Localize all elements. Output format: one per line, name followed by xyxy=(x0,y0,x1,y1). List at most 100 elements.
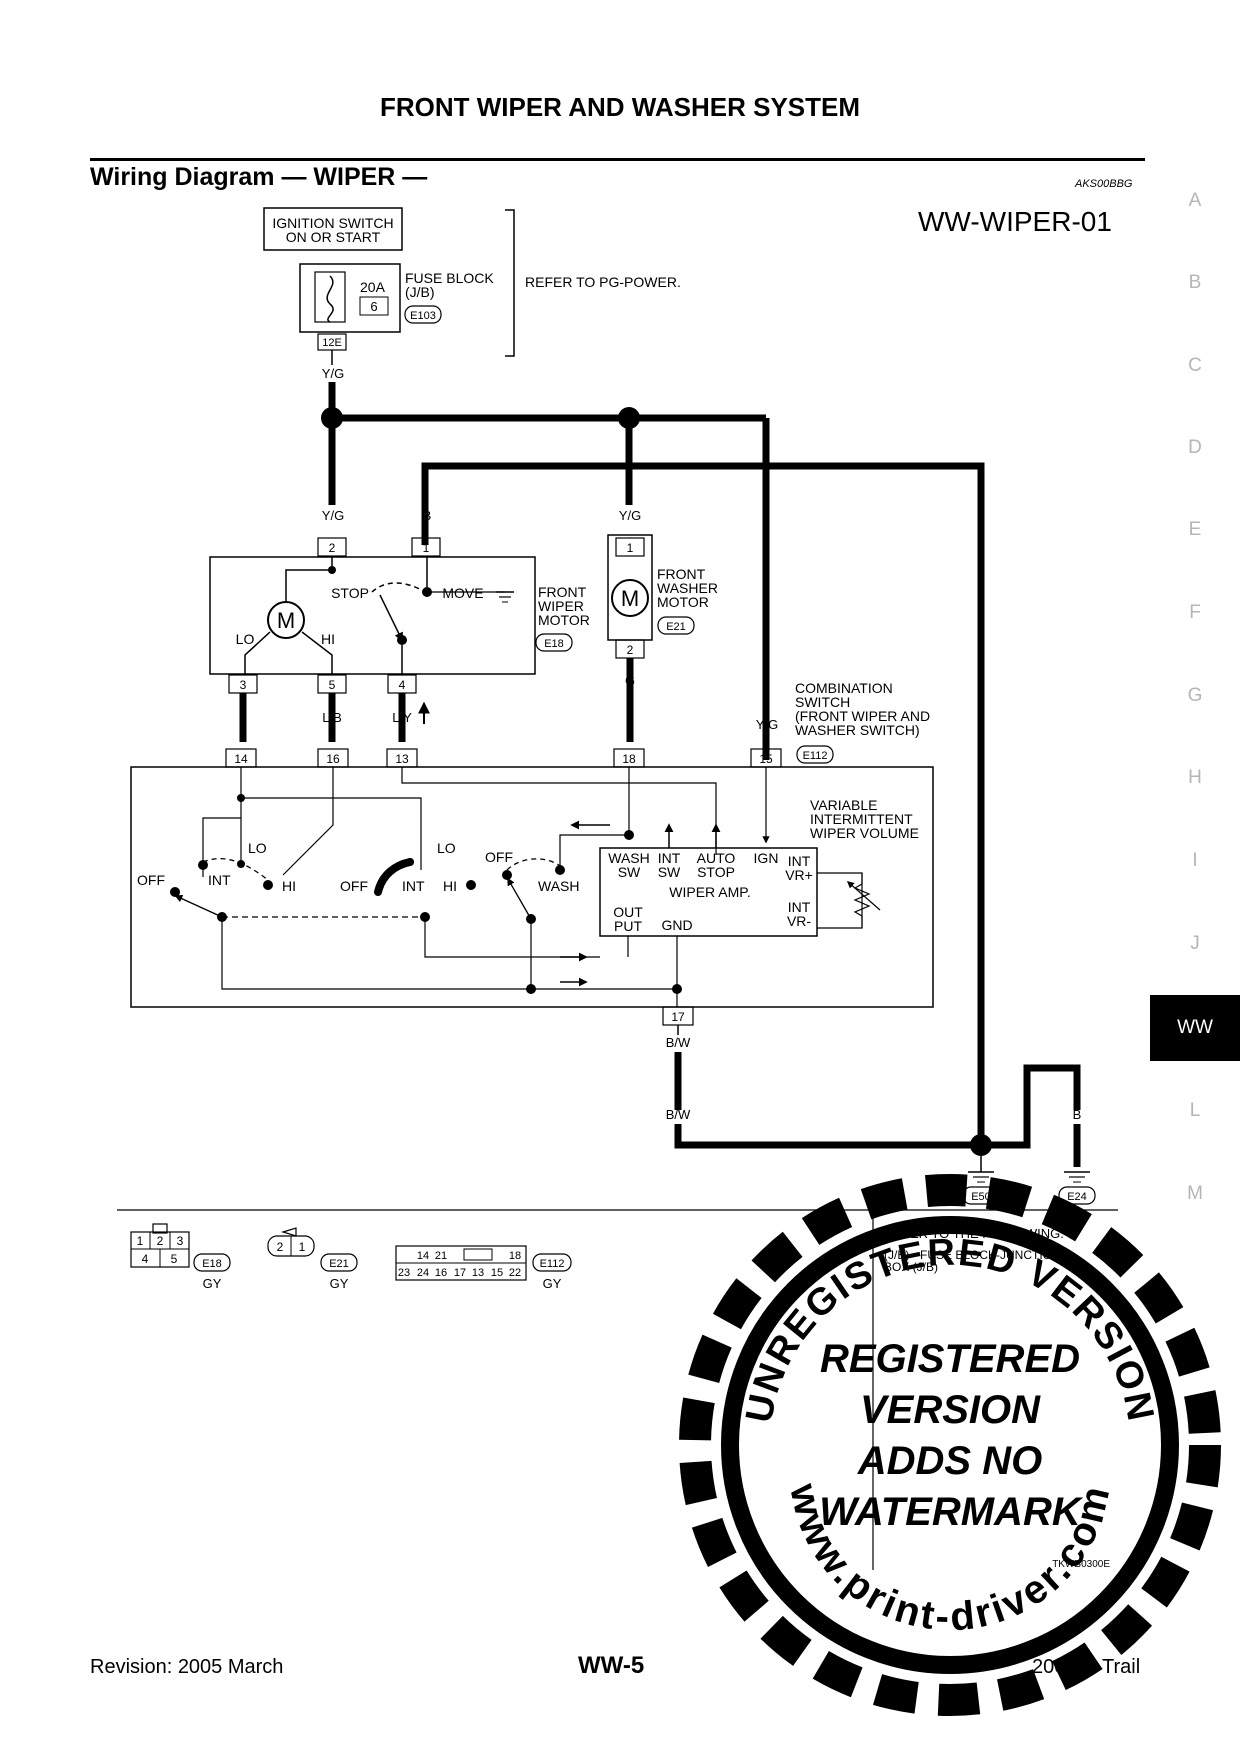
junction-dot xyxy=(618,407,640,429)
ground-e24-badge: E24 xyxy=(1067,1191,1087,1203)
watermark-line-3: ADDS NO xyxy=(857,1439,1042,1483)
fuse-icon xyxy=(326,275,334,323)
watermark-line-4: WATERMARK xyxy=(819,1490,1084,1534)
pin-17: 17 xyxy=(671,1010,685,1024)
tab-h[interactable]: H xyxy=(1188,767,1202,788)
fuse-connector-e103: E103 xyxy=(410,310,436,322)
fuse-number: 6 xyxy=(370,299,377,314)
tab-ww[interactable]: WW xyxy=(1150,995,1240,1061)
wire-label-yg: Y/G xyxy=(322,508,344,523)
tab-e[interactable]: E xyxy=(1188,519,1202,540)
connector-e18-face: 1 2 3 4 5 E18 GY xyxy=(130,1223,231,1291)
fuse-block-label: FUSE BLOCK(J/B) xyxy=(405,270,494,300)
svg-text:22: 22 xyxy=(509,1267,521,1279)
tab-c[interactable]: C xyxy=(1188,355,1202,376)
wire-label-lb: L/B xyxy=(322,710,342,725)
ignition-switch-box xyxy=(263,207,403,251)
junction-dot xyxy=(321,407,343,429)
wire-label-l: L xyxy=(239,710,246,725)
pin-1: 1 xyxy=(627,541,634,555)
figure-code: TKWB0300E xyxy=(1052,1559,1110,1570)
wire-label-yg: Y/G xyxy=(322,366,344,381)
svg-text:4: 4 xyxy=(142,1252,149,1266)
tab-f[interactable]: F xyxy=(1189,602,1201,623)
tab-d[interactable]: D xyxy=(1188,437,1202,458)
svg-text:18: 18 xyxy=(509,1250,521,1262)
pin-1: 1 xyxy=(423,541,430,555)
amp-gnd: GND xyxy=(661,917,692,933)
combination-switch-box xyxy=(130,766,934,1008)
footer-revision: Revision: 2005 March xyxy=(90,1656,284,1678)
svg-text:2: 2 xyxy=(277,1240,284,1254)
wire-label-b: B xyxy=(977,1107,986,1122)
svg-text:16: 16 xyxy=(435,1267,447,1279)
wire-label-yg: Y/G xyxy=(619,508,641,523)
svg-text:GY: GY xyxy=(543,1276,562,1291)
svg-text:23: 23 xyxy=(398,1267,410,1279)
tab-j[interactable]: J xyxy=(1190,933,1200,954)
tab-b[interactable]: B xyxy=(1188,272,1202,293)
watermark-line-1: REGISTERED xyxy=(820,1337,1080,1381)
pin-2: 2 xyxy=(329,541,336,555)
tab-l[interactable]: L xyxy=(1189,1100,1201,1121)
connector-e21-badge: E21 xyxy=(666,621,686,633)
connector-e21-face: 2 1 E21 GY xyxy=(267,1227,358,1291)
watermark-line-2: VERSION xyxy=(860,1388,1041,1432)
ground-e50-badge: E50 xyxy=(971,1191,991,1203)
wire-label-b: B xyxy=(1073,1107,1082,1122)
wiper-amp-box xyxy=(599,847,818,937)
svg-text:E18: E18 xyxy=(202,1258,222,1270)
svg-text:E112: E112 xyxy=(540,1258,565,1270)
wire-label-bw: B/W xyxy=(666,1035,691,1050)
document-code: AKS00BBG xyxy=(1075,178,1133,190)
stop-label: STOP xyxy=(331,585,369,601)
fuse-rating: 20A xyxy=(360,279,386,295)
svg-text:E21: E21 xyxy=(329,1258,349,1270)
diagram-id: WW-WIPER-01 xyxy=(918,206,1112,237)
switch-wash-label: WASH xyxy=(538,878,579,894)
svg-text:21: 21 xyxy=(435,1250,447,1262)
wire-label-bw: B/W xyxy=(666,1107,691,1122)
switch-lo-label: LO xyxy=(248,840,267,856)
wire-label-yg: Y/G xyxy=(756,717,778,732)
move-label: MOVE xyxy=(442,585,483,601)
switch-off-label: OFF xyxy=(485,849,513,865)
svg-text:17: 17 xyxy=(454,1267,466,1279)
svg-text:1: 1 xyxy=(299,1240,306,1254)
wire-label-ly: L/Y xyxy=(392,710,412,725)
connector-e112-face: 14 21 18 23 24 16 17 13 15 22 E112 GY xyxy=(395,1245,572,1291)
footer-model: 2005 X-Trail xyxy=(1032,1656,1141,1678)
switch-off-label: OFF xyxy=(340,878,368,894)
pin-15: 15 xyxy=(759,752,773,766)
motor-hi-label: HI xyxy=(321,631,335,647)
refer-bracket xyxy=(505,209,515,357)
pin-18: 18 xyxy=(622,752,636,766)
tab-a[interactable]: A xyxy=(1188,190,1202,211)
svg-text:13: 13 xyxy=(472,1267,484,1279)
pin-4: 4 xyxy=(399,678,406,692)
pin-2: 2 xyxy=(627,643,634,657)
connector-e18-badge: E18 xyxy=(544,638,564,650)
tab-g[interactable]: G xyxy=(1187,685,1203,706)
svg-text:14: 14 xyxy=(417,1250,429,1262)
tab-m[interactable]: M xyxy=(1187,1183,1203,1204)
page-title: FRONT WIPER AND WASHER SYSTEM xyxy=(379,92,861,122)
pin-16: 16 xyxy=(326,752,340,766)
svg-text:15: 15 xyxy=(491,1267,503,1279)
pin-13: 13 xyxy=(395,752,409,766)
svg-text:GY: GY xyxy=(203,1276,222,1291)
front-wiper-motor-box xyxy=(209,556,536,675)
fuse-block-box xyxy=(299,263,401,333)
ground-wire-b xyxy=(421,462,985,1145)
svg-text:2: 2 xyxy=(157,1234,164,1248)
tab-i[interactable]: I xyxy=(1192,850,1198,871)
amp-ign: IGN xyxy=(754,850,779,866)
